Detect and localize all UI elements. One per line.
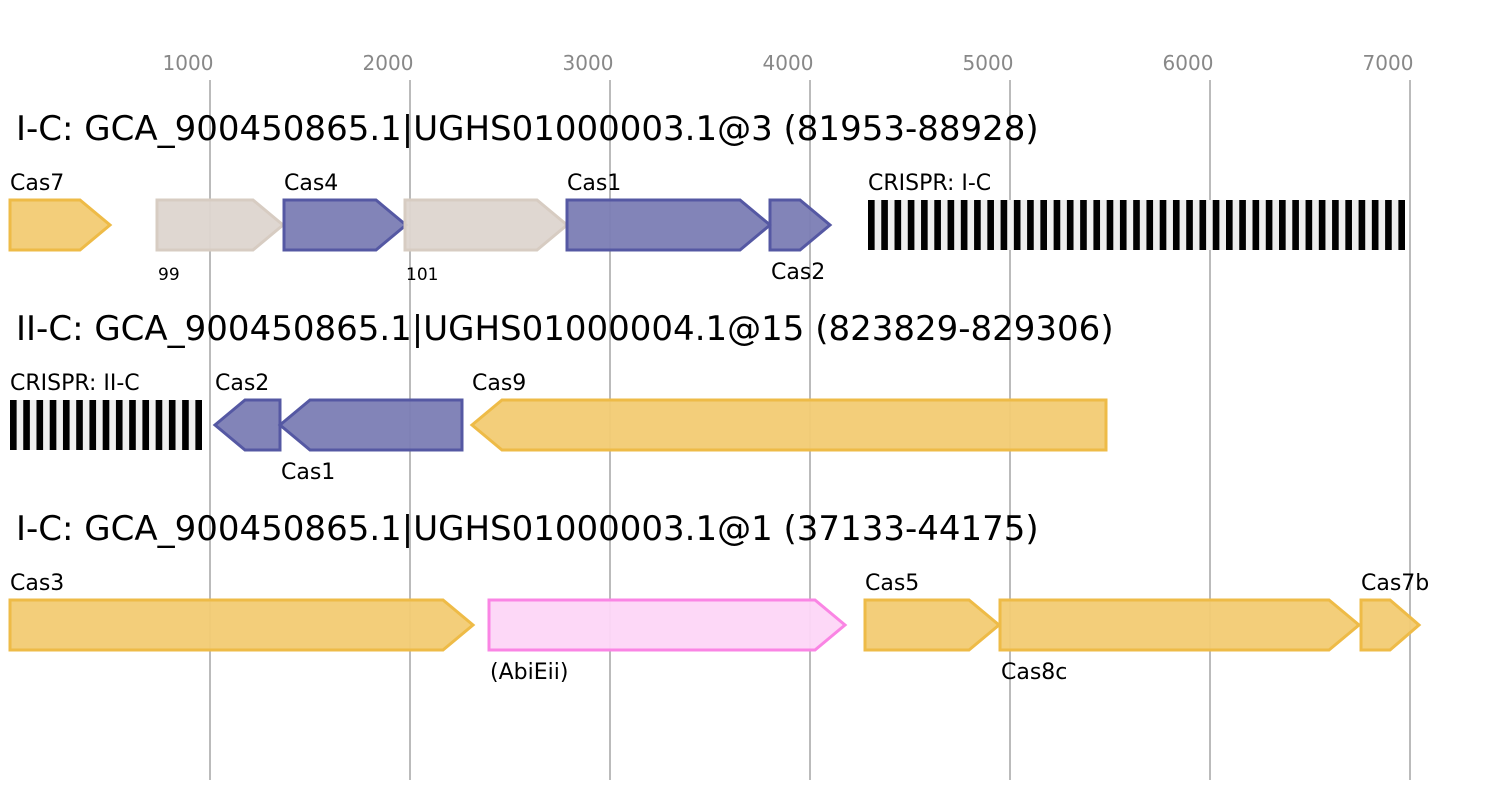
gene-label: 101 bbox=[406, 265, 438, 285]
crispr-repeat bbox=[947, 200, 955, 250]
axis-tick-label: 1000 bbox=[163, 51, 214, 75]
crispr-repeat bbox=[115, 400, 123, 450]
crispr-repeat bbox=[195, 400, 202, 450]
axis-tick-label: 5000 bbox=[963, 51, 1014, 75]
crispr-repeat bbox=[1066, 200, 1074, 250]
gene-label: Cas7b bbox=[1361, 571, 1429, 596]
crispr-repeat bbox=[921, 200, 928, 250]
crispr-repeat bbox=[1292, 200, 1299, 250]
gene-arrow-cas7 bbox=[8, 198, 113, 252]
crispr-repeat bbox=[881, 200, 888, 250]
gene-arrow-cas7b bbox=[1359, 598, 1422, 652]
gene-label: Cas2 bbox=[215, 371, 269, 396]
crispr-repeat bbox=[1358, 200, 1366, 250]
crispr-repeat bbox=[1119, 200, 1127, 250]
crispr-repeat bbox=[868, 200, 875, 250]
crispr-repeat bbox=[1093, 200, 1101, 250]
crispr-repeat bbox=[1027, 200, 1034, 250]
axis-tick-label: 6000 bbox=[1163, 51, 1214, 75]
crispr-repeat bbox=[1265, 200, 1273, 250]
gene-label: (AbiEii) bbox=[490, 660, 568, 685]
crispr-repeat bbox=[102, 400, 110, 450]
crispr-repeat bbox=[1226, 200, 1233, 250]
gene-arrow-101 bbox=[403, 198, 570, 252]
crispr-repeat bbox=[974, 200, 981, 250]
crispr-repeat bbox=[987, 200, 994, 250]
gene-label: Cas1 bbox=[281, 460, 335, 485]
crispr-repeat bbox=[76, 400, 83, 450]
gene-label: Cas9 bbox=[472, 371, 526, 396]
gene-label: 99 bbox=[158, 265, 180, 285]
axis-tick-label: 7000 bbox=[1363, 51, 1414, 75]
crispr-repeat bbox=[1318, 200, 1326, 250]
crispr-repeat bbox=[960, 200, 968, 250]
crispr-repeat bbox=[907, 200, 915, 250]
crispr-repeat bbox=[1332, 200, 1339, 250]
gene-arrow-cas2 bbox=[768, 198, 833, 252]
gene-arrow-cas4 bbox=[282, 198, 409, 252]
gene-arrow-abieii bbox=[487, 598, 848, 652]
gene-arrow-cas1 bbox=[565, 198, 773, 252]
crispr-label: CRISPR: I-C bbox=[868, 171, 991, 196]
gene-arrow-cas1 bbox=[277, 398, 464, 452]
gene-arrow-99 bbox=[155, 198, 286, 252]
axis-tick-label: 4000 bbox=[763, 51, 814, 75]
gene-label: Cas1 bbox=[567, 171, 621, 196]
gene-label: Cas7 bbox=[10, 171, 64, 196]
crispr-repeat bbox=[89, 400, 97, 450]
locus-title: I-C: GCA_900450865.1|UGHS01000003.1@3 (8… bbox=[16, 109, 1039, 149]
crispr-repeat bbox=[142, 400, 150, 450]
crispr-repeat bbox=[1385, 200, 1392, 250]
crispr-repeat bbox=[894, 200, 902, 250]
crispr-repeat bbox=[1186, 200, 1193, 250]
crispr-repeat bbox=[1398, 200, 1405, 250]
crispr-repeat bbox=[1199, 200, 1207, 250]
crispr-repeat bbox=[49, 400, 57, 450]
crispr-repeat bbox=[1053, 200, 1061, 250]
crispr-repeat bbox=[155, 400, 163, 450]
crispr-repeat bbox=[1146, 200, 1154, 250]
gene-label: Cas8c bbox=[1001, 660, 1067, 685]
crispr-repeat bbox=[1345, 200, 1352, 250]
crispr-repeat bbox=[1000, 200, 1008, 250]
crispr-repeat bbox=[1279, 200, 1286, 250]
crispr-label: CRISPR: II-C bbox=[10, 371, 140, 396]
gene-arrow-cas5 bbox=[863, 598, 1002, 652]
crispr-repeat bbox=[1172, 200, 1180, 250]
crispr-repeat bbox=[10, 400, 17, 450]
crispr-repeat bbox=[1305, 200, 1313, 250]
gene-label: Cas5 bbox=[865, 571, 919, 596]
crispr-repeat bbox=[23, 400, 30, 450]
crispr-repeat bbox=[1252, 200, 1260, 250]
gene-arrow-cas9 bbox=[469, 398, 1108, 452]
crispr-repeat bbox=[129, 400, 136, 450]
axis-tick-label: 2000 bbox=[363, 51, 414, 75]
gene-label: Cas3 bbox=[10, 571, 64, 596]
crispr-repeat bbox=[1080, 200, 1087, 250]
crispr-repeat bbox=[62, 400, 70, 450]
crispr-repeat bbox=[168, 400, 176, 450]
gene-arrow-cas3 bbox=[8, 598, 476, 652]
gene-label: Cas2 bbox=[771, 260, 825, 285]
crispr-repeat bbox=[1159, 200, 1167, 250]
crispr-repeat bbox=[1106, 200, 1114, 250]
crispr-repeat bbox=[1040, 200, 1047, 250]
crispr-repeat bbox=[182, 400, 189, 450]
crispr-repeat bbox=[1212, 200, 1220, 250]
locus-title: II-C: GCA_900450865.1|UGHS01000004.1@15 … bbox=[16, 309, 1114, 349]
gene-arrow-cas8c bbox=[998, 598, 1362, 652]
crispr-repeat bbox=[934, 200, 941, 250]
crispr-repeat bbox=[1239, 200, 1246, 250]
gene-arrow-cas2 bbox=[212, 398, 282, 452]
crispr-repeat bbox=[36, 400, 44, 450]
crispr-repeat bbox=[1371, 200, 1379, 250]
axis-tick-label: 3000 bbox=[563, 51, 614, 75]
crispr-repeat bbox=[1013, 200, 1021, 250]
gene-label: Cas4 bbox=[284, 171, 338, 196]
crispr-repeat bbox=[1133, 200, 1140, 250]
locus-title: I-C: GCA_900450865.1|UGHS01000003.1@1 (3… bbox=[16, 509, 1039, 549]
